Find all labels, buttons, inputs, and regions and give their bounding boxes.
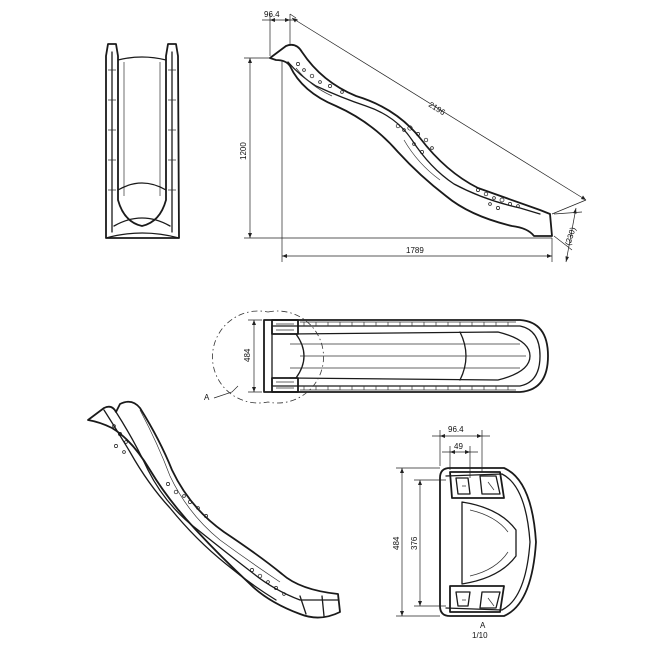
- detail-label-a: A: [204, 393, 210, 402]
- detail-view-scale: 1/10: [472, 631, 488, 640]
- front-view: [105, 43, 180, 239]
- detail-view-label: A: [480, 621, 486, 630]
- side-view-ornament-dots: [296, 62, 520, 210]
- top-view-width: 484: [243, 348, 252, 362]
- dim-length: 2196: [427, 100, 447, 117]
- detail-circle: [212, 310, 324, 404]
- side-view: 96.4 2196 1200 1789 (230): [239, 10, 587, 263]
- dim-end-height: (230): [563, 226, 577, 247]
- perspective-view: [87, 400, 341, 619]
- dim-total-width: 484: [392, 536, 401, 550]
- dim-offset-inner: 49: [454, 442, 463, 451]
- detail-view: 96.4 49 484 376 A 1/10: [392, 425, 537, 640]
- dim-base: 1789: [406, 246, 424, 255]
- dim-height: 1200: [239, 142, 248, 160]
- dim-inner-width: 376: [410, 536, 419, 550]
- perspective-ornament-dots: [112, 424, 286, 596]
- top-view: 484 A: [204, 310, 549, 404]
- dim-offset-outer: 96.4: [448, 425, 464, 434]
- dim-top-offset: 96.4: [264, 10, 280, 19]
